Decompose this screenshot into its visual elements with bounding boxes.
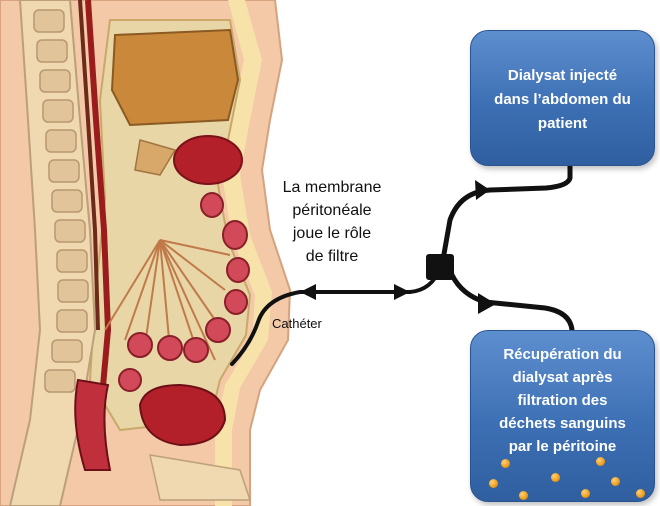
membrane-line-1: La membrane: [272, 176, 392, 199]
waste-particle: [611, 477, 620, 486]
dialysate-injection-box: Dialysat injecté dans l’abdomen du patie…: [470, 30, 655, 166]
bottom-box-line-4: déchets sanguins: [477, 412, 648, 435]
waste-particle: [501, 459, 510, 468]
bottom-box-line-2: dialysat après: [477, 366, 648, 389]
bottom-box-line-5: par le péritoine: [477, 435, 648, 458]
catheter-arrow-right: [394, 284, 410, 300]
membrane-line-2: péritonéale: [272, 199, 392, 222]
outflow-tube: [452, 275, 572, 330]
membrane-line-4: de filtre: [272, 245, 392, 268]
waste-particle: [581, 489, 590, 498]
waste-particle: [489, 479, 498, 488]
catheter-arrow-left: [300, 284, 316, 300]
top-box-line-3: patient: [479, 112, 646, 136]
waste-particle: [636, 489, 645, 498]
outflow-arrowhead: [478, 293, 496, 314]
dialysate-recovery-box: Récupération du dialysat après filtratio…: [470, 330, 655, 502]
membrane-line-3: joue le rôle: [272, 222, 392, 245]
inflow-tube: [444, 164, 570, 254]
membrane-caption: La membrane péritonéale joue le rôle de …: [272, 176, 392, 268]
inflow-arrowhead: [475, 180, 490, 200]
bottom-box-line-1: Récupération du: [477, 343, 648, 366]
top-box-line-2: dans l’abdomen du: [479, 88, 646, 112]
catheter-caption: Cathéter: [272, 316, 322, 331]
dialysate-recovery-text: Récupération du dialysat après filtratio…: [477, 343, 648, 458]
dialysate-injection-text: Dialysat injecté dans l’abdomen du patie…: [479, 64, 646, 136]
top-box-line-1: Dialysat injecté: [479, 64, 646, 88]
catheter-tube: [232, 268, 440, 364]
waste-particle: [519, 491, 528, 500]
waste-particle: [551, 473, 560, 482]
bottom-box-line-3: filtration des: [477, 389, 648, 412]
waste-particle: [596, 457, 605, 466]
